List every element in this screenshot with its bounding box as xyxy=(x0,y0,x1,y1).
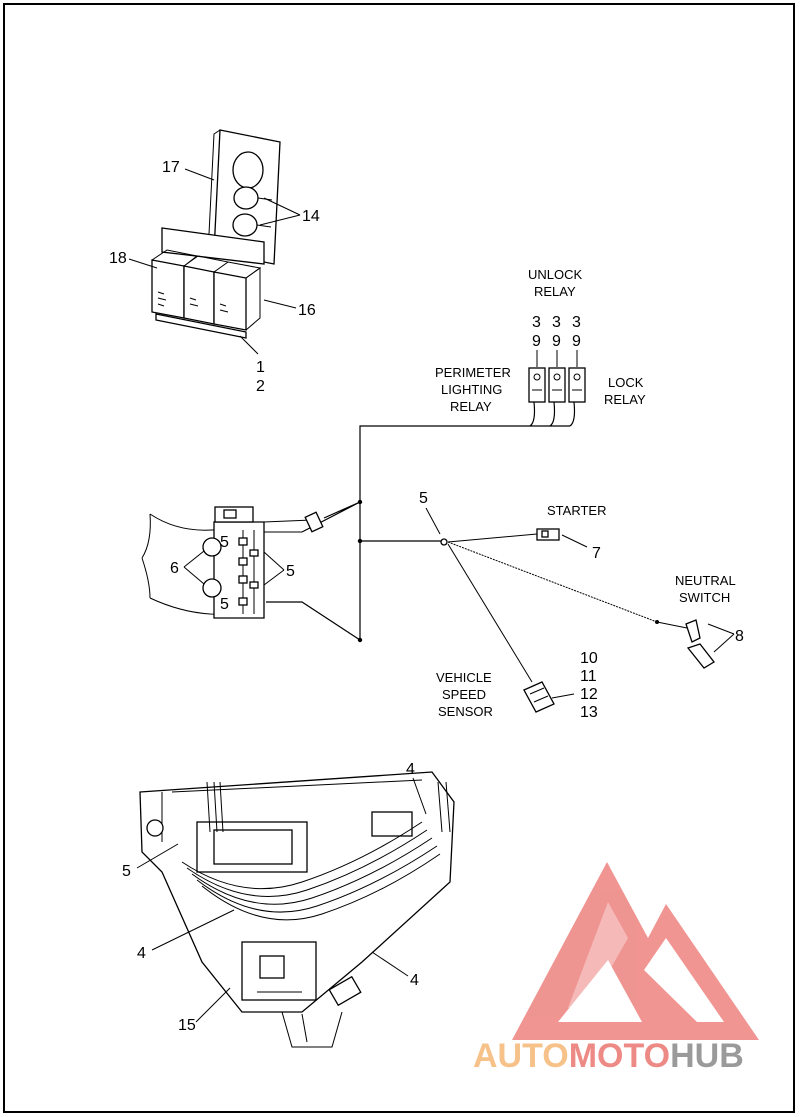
caption-starter: STARTER xyxy=(547,503,606,518)
diagram-page: 17 14 18 16 1 2 UNLOCK RELAY 3 9 3 9 3 9… xyxy=(3,3,795,1113)
watermark-auto: AUTO xyxy=(473,1037,569,1075)
relay-bracket-assembly xyxy=(151,129,281,339)
frame-bracket xyxy=(141,506,265,619)
caption-vss-2: SPEED xyxy=(442,687,486,702)
callout-3c: 3 xyxy=(572,314,581,331)
callout-4-right: 4 xyxy=(410,972,419,989)
callout-5-bracket-top: 5 xyxy=(220,534,229,551)
callout-14: 14 xyxy=(302,208,320,225)
callout-10: 10 xyxy=(580,650,598,667)
callout-11: 11 xyxy=(580,668,597,685)
callout-7: 7 xyxy=(592,545,601,562)
callout-8: 8 xyxy=(735,628,744,645)
callout-5-enclosure: 5 xyxy=(122,863,131,880)
callout-17: 17 xyxy=(162,159,180,176)
caption-vss-1: VEHICLE xyxy=(436,670,492,685)
starter-connector xyxy=(536,528,560,541)
callout-4-left: 4 xyxy=(137,945,146,962)
caption-neutral-2: SWITCH xyxy=(679,590,730,605)
callout-5-splice: 5 xyxy=(419,490,428,507)
callout-5-bracket-bottom: 5 xyxy=(220,596,229,613)
callout-9c: 9 xyxy=(572,333,581,350)
caption-perimeter-1: PERIMETER xyxy=(435,365,511,380)
callout-16: 16 xyxy=(298,302,316,319)
watermark-moto: MOTO xyxy=(569,1037,670,1075)
automotohub-logo xyxy=(512,862,759,1040)
caption-neutral-1: NEUTRAL xyxy=(675,573,736,588)
watermark-hub: HUB xyxy=(670,1037,744,1075)
watermark-text: AUTOMOTOHUB xyxy=(473,1037,744,1075)
callout-13: 13 xyxy=(580,704,598,721)
harness-wiring xyxy=(260,425,688,683)
harness-enclosure-assembly xyxy=(139,771,455,1048)
callout-9b: 9 xyxy=(552,333,561,350)
callout-15: 15 xyxy=(178,1017,196,1034)
callout-12: 12 xyxy=(580,686,598,703)
callout-4-top: 4 xyxy=(406,761,415,778)
caption-perimeter-2: LIGHTING xyxy=(441,382,502,397)
callout-1: 1 xyxy=(256,359,265,376)
callout-2: 2 xyxy=(256,378,265,395)
wiring-diagram: 17 14 18 16 1 2 UNLOCK RELAY 3 9 3 9 3 9… xyxy=(109,129,759,1075)
caption-unlock-relay-1: UNLOCK xyxy=(528,267,583,282)
callout-3a: 3 xyxy=(532,314,541,331)
callout-5-bracket-right: 5 xyxy=(286,563,295,580)
caption-perimeter-3: RELAY xyxy=(450,399,492,414)
callout-6: 6 xyxy=(170,560,179,577)
speed-sensor-connector xyxy=(523,681,555,713)
caption-lock-relay-1: LOCK xyxy=(608,375,644,390)
callout-9a: 9 xyxy=(532,333,541,350)
callout-18: 18 xyxy=(109,250,127,267)
caption-lock-relay-2: RELAY xyxy=(604,392,646,407)
caption-unlock-relay-2: RELAY xyxy=(534,284,576,299)
callout-3b: 3 xyxy=(552,314,561,331)
caption-vss-3: SENSOR xyxy=(438,704,493,719)
relay-connectors xyxy=(528,367,586,427)
neutral-switch-connector xyxy=(685,619,715,669)
